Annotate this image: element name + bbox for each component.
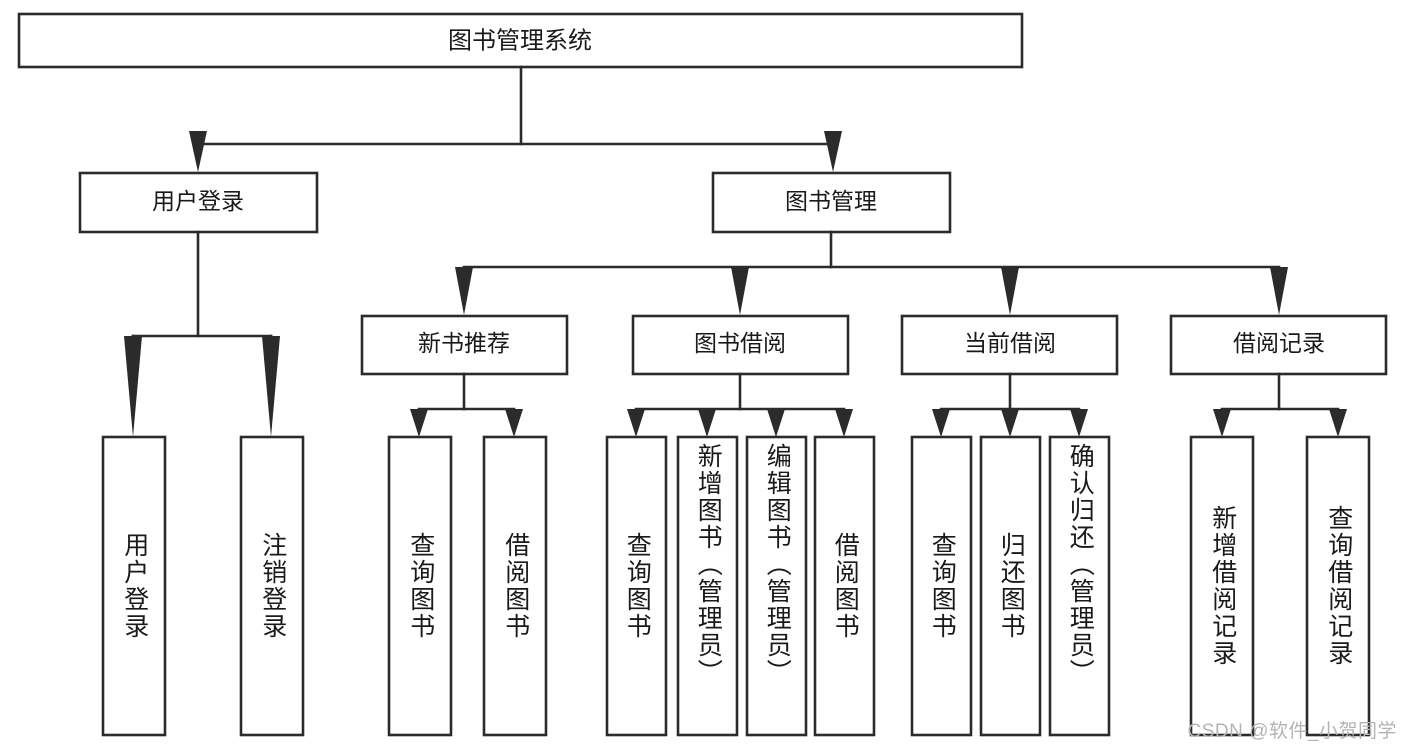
leaf-box-add-record[interactable] — [1189, 435, 1255, 737]
arrowhead-user-login — [189, 131, 207, 172]
arrowhead-borrow-record — [1270, 267, 1288, 315]
root-box[interactable] — [17, 12, 1024, 69]
node-user-login[interactable]: 用户登录 — [78, 171, 319, 234]
new-book-recommend-box[interactable] — [360, 314, 569, 376]
node-borrow-record[interactable]: 借阅记录 — [1169, 314, 1388, 376]
leaf-box-confirm-return[interactable] — [1048, 435, 1111, 737]
arrowhead-leaf-add-record — [1213, 409, 1231, 437]
arrowhead-current-borrow — [1001, 267, 1019, 315]
leaf-box-query-book-1[interactable] — [387, 435, 453, 737]
arrowhead-book-borrow — [731, 267, 749, 315]
arrowhead-leaf-query-record — [1329, 409, 1347, 437]
arrowhead-leaf-query-book-1 — [410, 409, 428, 437]
leaf-box-borrow-book-1[interactable] — [482, 435, 548, 737]
user-login-label: 用户登录 — [152, 188, 244, 214]
leaf-box-user-login[interactable] — [101, 435, 167, 737]
book-management-box[interactable] — [711, 171, 952, 234]
leaf-box-return-book[interactable] — [979, 435, 1042, 737]
arrowhead-leaf-return-book — [1001, 409, 1019, 437]
arrowhead-leaf-query-book-2 — [627, 409, 645, 437]
arrowhead-leaf-borrow-book-2 — [835, 409, 853, 437]
root-label: 图书管理系统 — [448, 27, 592, 54]
node-current-borrow[interactable]: 当前借阅 — [900, 314, 1119, 376]
arrowhead-new-book-recommend — [455, 267, 473, 315]
node-root[interactable]: 图书管理系统 — [17, 12, 1024, 69]
leaf-box-logout[interactable] — [239, 435, 305, 737]
new-book-recommend-label: 新书推荐 — [418, 330, 510, 356]
book-borrow-label: 图书借阅 — [694, 330, 786, 356]
watermark-text: CSDN @软件_小贺同学 — [1187, 721, 1397, 742]
borrow-record-label: 借阅记录 — [1233, 330, 1325, 356]
node-book-borrow[interactable]: 图书借阅 — [631, 314, 850, 376]
arrowhead-leaf-edit-book — [767, 409, 785, 437]
arrowhead-leaf-confirm-return — [1070, 409, 1088, 437]
book-management-label: 图书管理 — [785, 188, 877, 214]
borrow-record-box[interactable] — [1169, 314, 1388, 376]
arrowhead-book-management — [824, 131, 842, 172]
leaf-box-query-book-3[interactable] — [910, 435, 973, 737]
leaf-box-borrow-book-2[interactable] — [813, 435, 876, 737]
arrowhead-leaf-add-book — [698, 409, 716, 437]
leaf-box-query-record[interactable] — [1305, 435, 1371, 737]
leaf-box-edit-book[interactable] — [745, 435, 808, 737]
arrowhead-leaf-borrow-book-1 — [505, 409, 523, 437]
leaf-box-add-book[interactable] — [676, 435, 739, 737]
node-book-management[interactable]: 图书管理 — [711, 171, 952, 234]
arrowhead-leaf-query-book-3 — [932, 409, 950, 437]
leaf-box-query-book-2[interactable] — [605, 435, 668, 737]
node-new-book-recommend[interactable]: 新书推荐 — [360, 314, 569, 376]
current-borrow-label: 当前借阅 — [964, 330, 1056, 356]
